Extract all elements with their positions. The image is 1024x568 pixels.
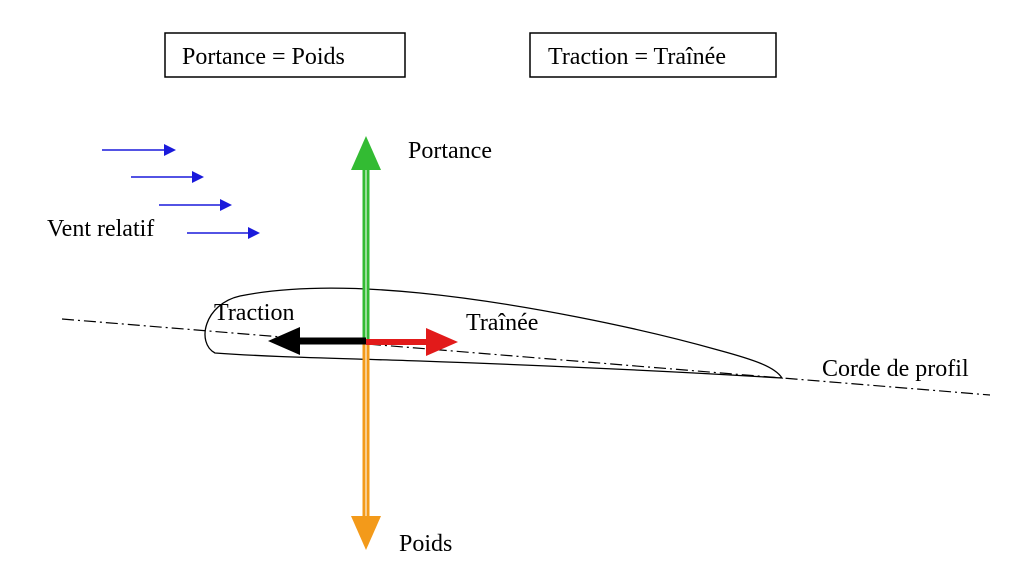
wind-arrow-icon (187, 227, 260, 239)
drag-arrow (366, 328, 458, 356)
airfoil-profile (204, 287, 784, 379)
wind-arrow-icon (131, 171, 204, 183)
equation-box-lift-weight: Portance = Poids (164, 32, 406, 78)
portance-label: Portance (408, 138, 492, 164)
poids-label: Poids (399, 531, 452, 557)
trainee-label: Traînée (466, 310, 538, 336)
equation-thrust-drag-text: Traction = Traînée (548, 44, 726, 70)
wind-arrow-icon (159, 199, 232, 211)
equation-box-thrust-drag: Traction = Traînée (529, 32, 777, 78)
weight-arrow (351, 342, 381, 550)
equation-lift-weight-text: Portance = Poids (182, 44, 345, 70)
lift-arrow (351, 136, 381, 342)
wind-arrow-icon (102, 144, 176, 156)
thrust-arrow (268, 327, 366, 355)
chord-line (61, 318, 991, 396)
corde-label: Corde de profil (822, 356, 969, 382)
relative-wind-arrows (102, 144, 260, 239)
traction-label: Traction (214, 300, 294, 326)
vent-relatif-label: Vent relatif (47, 216, 154, 242)
